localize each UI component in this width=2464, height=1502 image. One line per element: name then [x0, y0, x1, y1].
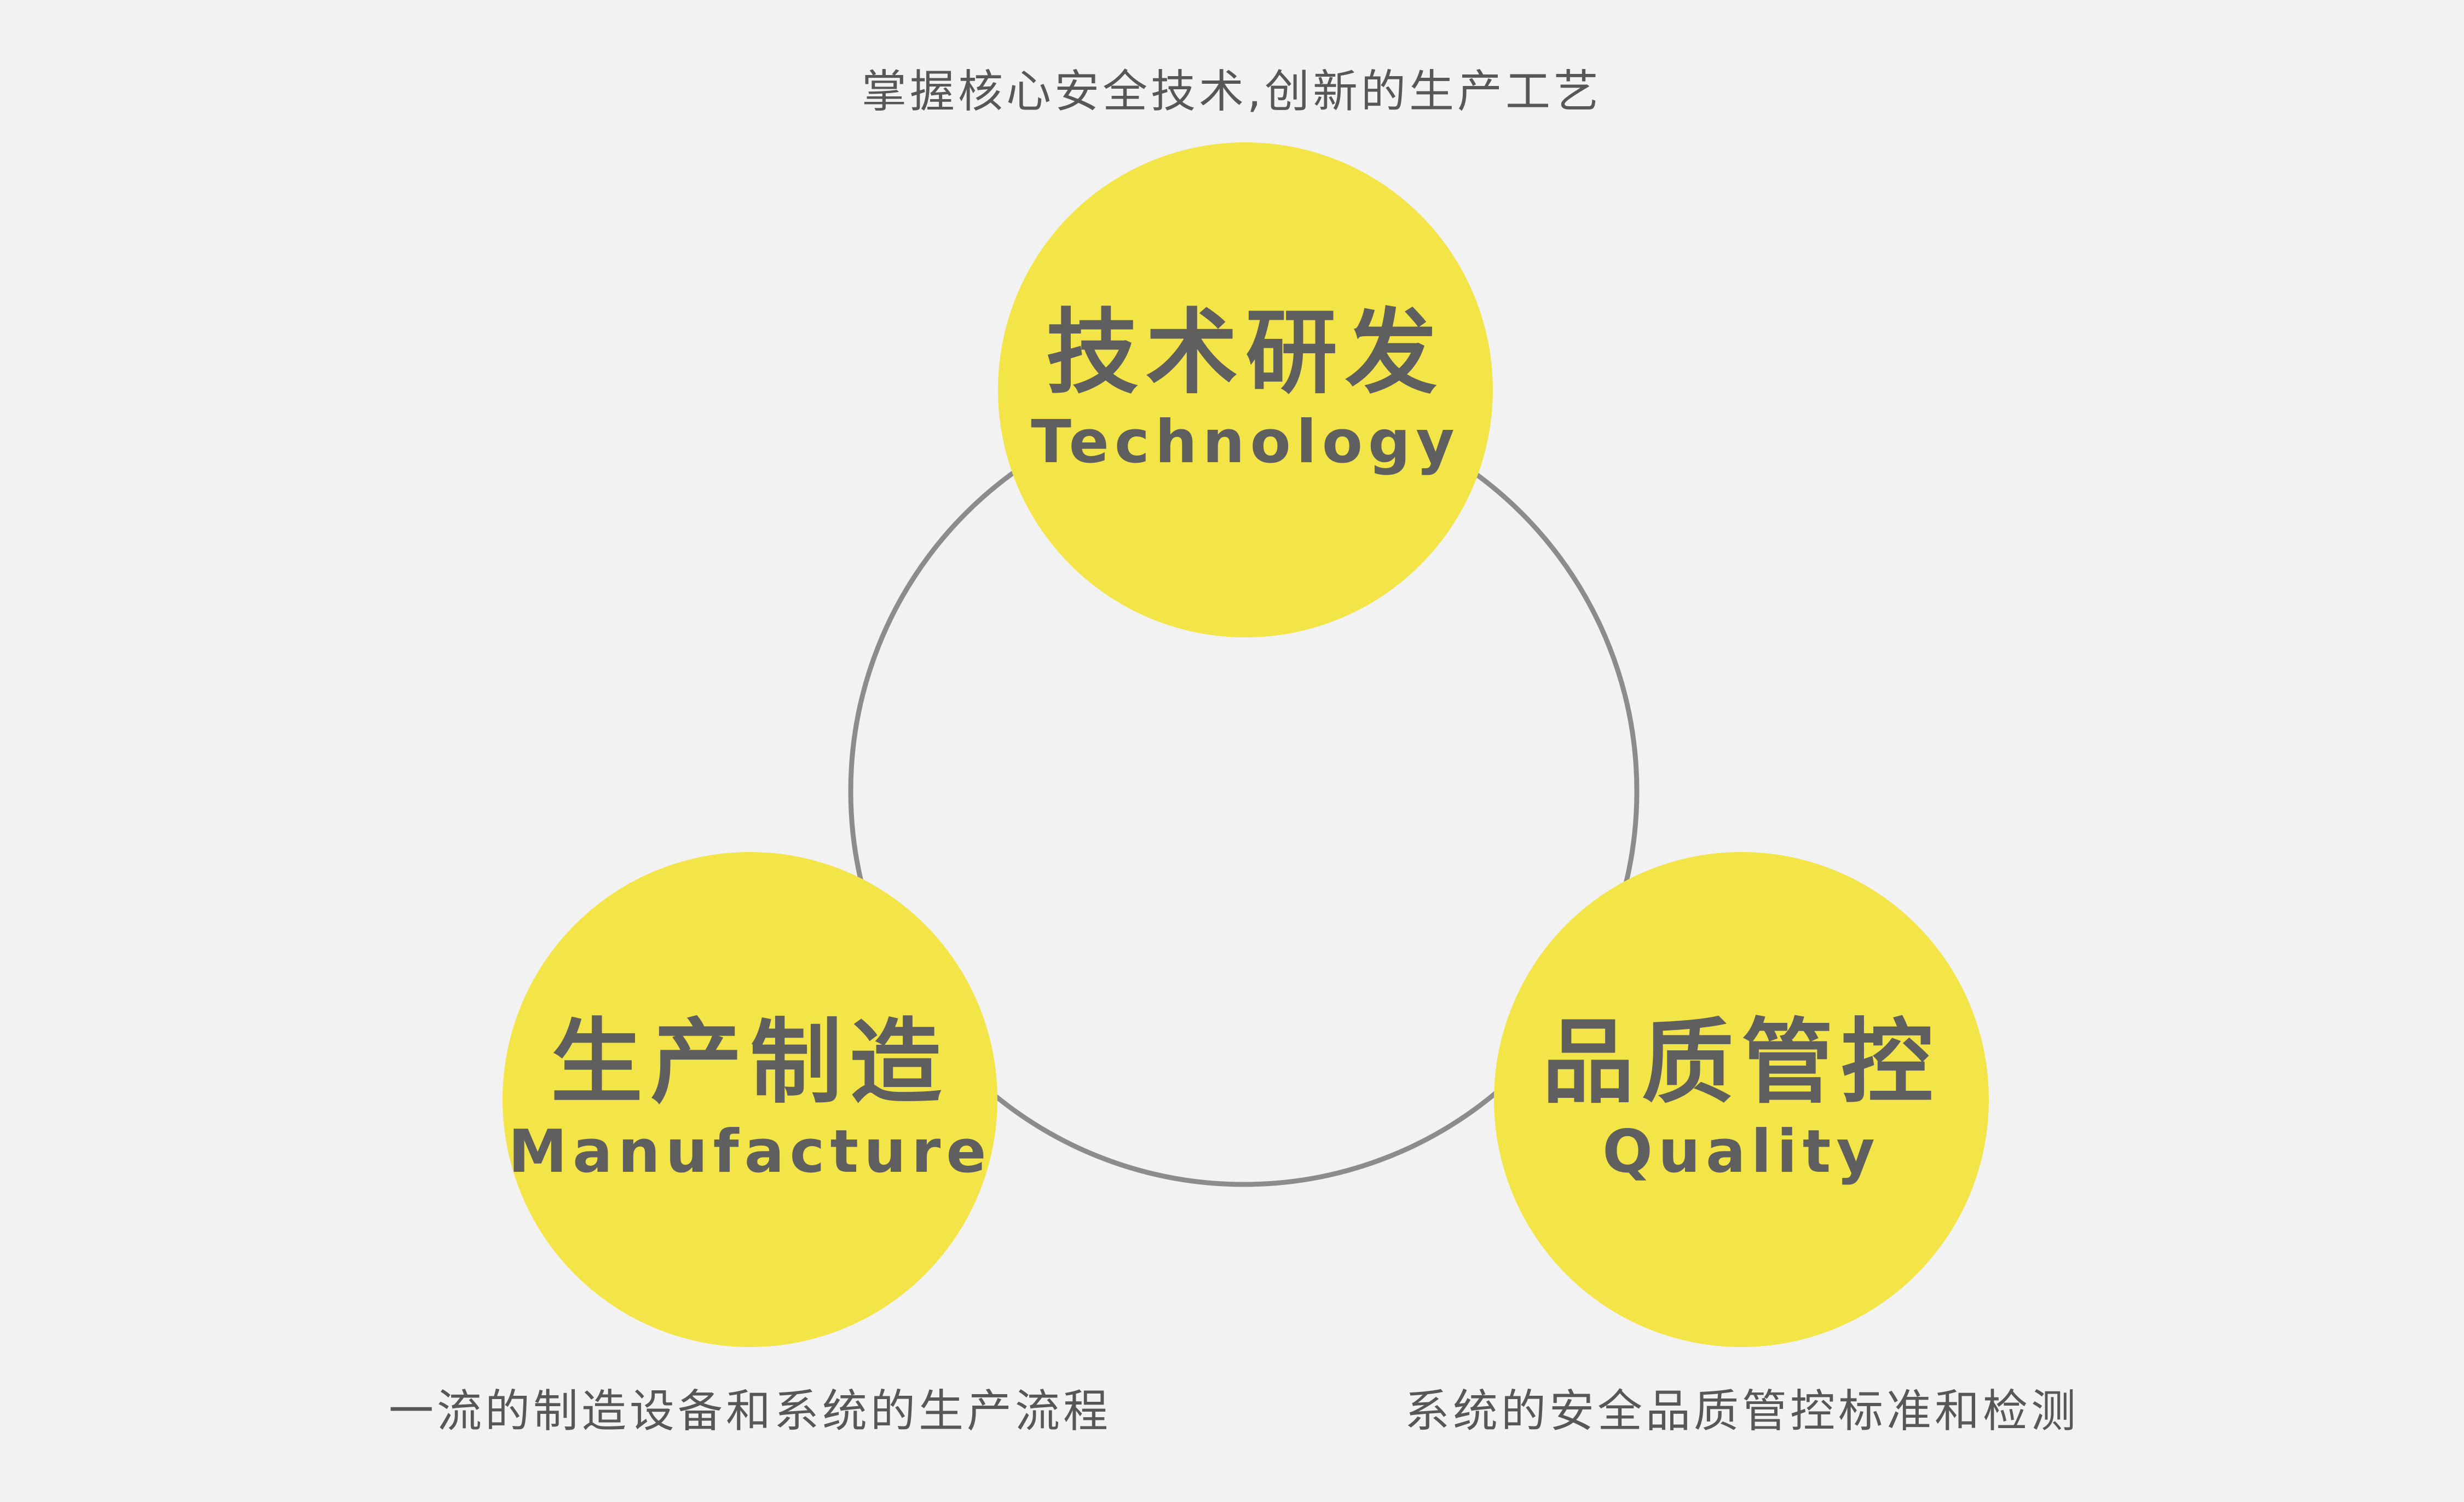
manufacture-node: 生产制造 Manufacture	[503, 852, 997, 1347]
manufacture-subtitle: Manufacture	[508, 1117, 992, 1186]
technology-caption: 掌握核心安全技术,创新的生产工艺	[861, 66, 1602, 118]
manufacture-title: 生产制造	[551, 1008, 949, 1116]
quality-subtitle: Quality	[1602, 1117, 1880, 1186]
technology-node: 技术研发 Technology	[998, 142, 1493, 637]
quality-node: 品质管控 Quality	[1494, 852, 1989, 1347]
technology-subtitle: Technology	[1031, 407, 1460, 476]
manufacture-caption: 一流的制造设备和系统的生产流程	[388, 1385, 1112, 1437]
quality-caption: 系统的安全品质管控标准和检测	[1404, 1385, 2080, 1437]
technology-title: 技术研发	[1046, 298, 1445, 406]
quality-title: 品质管控	[1542, 1008, 1941, 1116]
